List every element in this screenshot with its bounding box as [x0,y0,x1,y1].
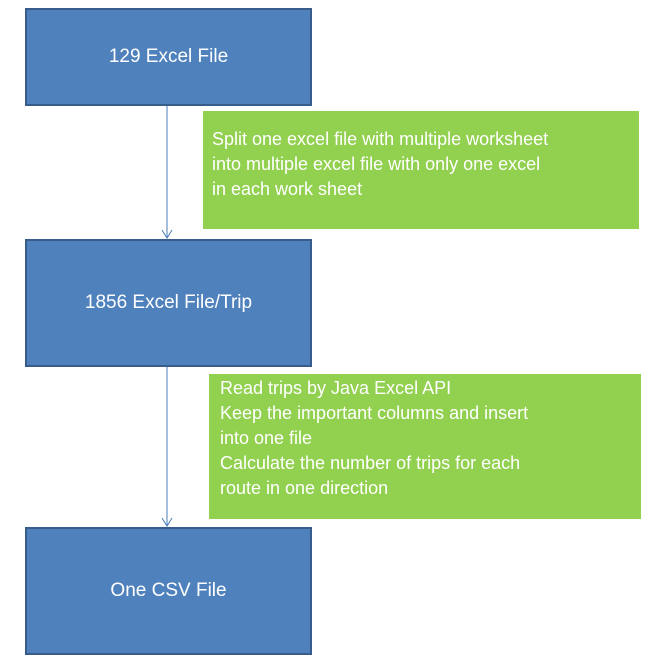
note-line: into one file [220,428,313,448]
note-line: Keep the important columns and insert [220,403,529,423]
step-box-excel-trips: 1856 Excel File/Trip [25,239,312,367]
step-box-excel-files: 129 Excel File [25,8,312,106]
arrowhead-2-to-3 [161,517,173,527]
arrowhead-1-to-2 [161,229,173,239]
note-line: in each work sheet [212,179,363,199]
step-label: One CSV File [110,580,227,601]
note-line: route in one direction [220,478,389,498]
note-split-worksheets: Split one excel file with multiple works… [203,111,639,229]
note-line: Read trips by Java Excel API [220,378,452,398]
note-line: Calculate the number of trips for each [220,453,521,473]
step-label: 129 Excel File [108,46,229,67]
step-box-csv-file: One CSV File [25,527,312,655]
note-read-trips: Read trips by Java Excel API Keep the im… [209,374,641,519]
step-label: 1856 Excel File/Trip [84,292,253,313]
note-line: into multiple excel file with only one e… [212,154,541,174]
note-line: Split one excel file with multiple works… [212,129,549,149]
